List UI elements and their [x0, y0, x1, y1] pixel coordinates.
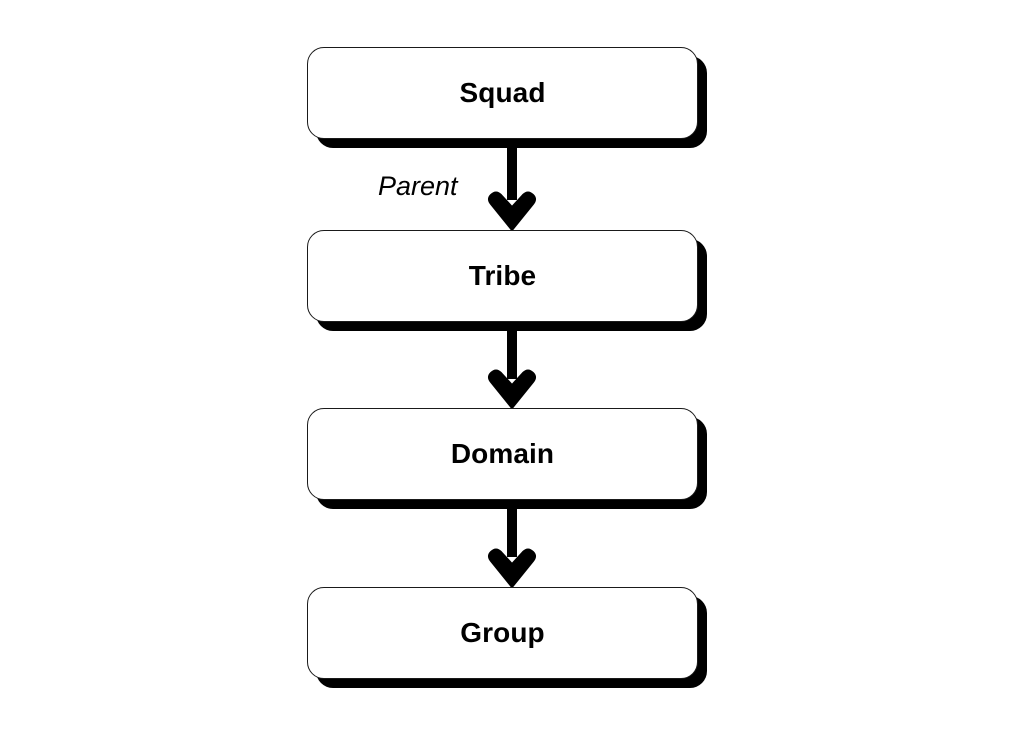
edge-label-parent: Parent	[378, 171, 458, 201]
node-label-domain: Domain	[450, 438, 555, 469]
arrow-shaft	[507, 138, 517, 200]
arrowhead-icon	[488, 191, 536, 231]
node-domain[interactable]: Domain	[307, 408, 698, 500]
node-label-squad: Squad	[459, 77, 546, 108]
connector-squad-to-tribe	[486, 138, 538, 232]
node-label-tribe: Tribe	[468, 260, 537, 291]
arrow-shaft	[507, 321, 517, 379]
node-label-group: Group	[460, 617, 545, 648]
node-group[interactable]: Group	[307, 587, 698, 679]
node-squad[interactable]: Squad	[307, 47, 698, 139]
arrowhead-icon	[488, 548, 536, 588]
connector-tribe-to-domain	[486, 321, 538, 410]
arrow-shaft	[507, 499, 517, 557]
arrowhead-icon	[488, 369, 536, 409]
node-tribe[interactable]: Tribe	[307, 230, 698, 322]
connector-domain-to-group	[486, 499, 538, 589]
